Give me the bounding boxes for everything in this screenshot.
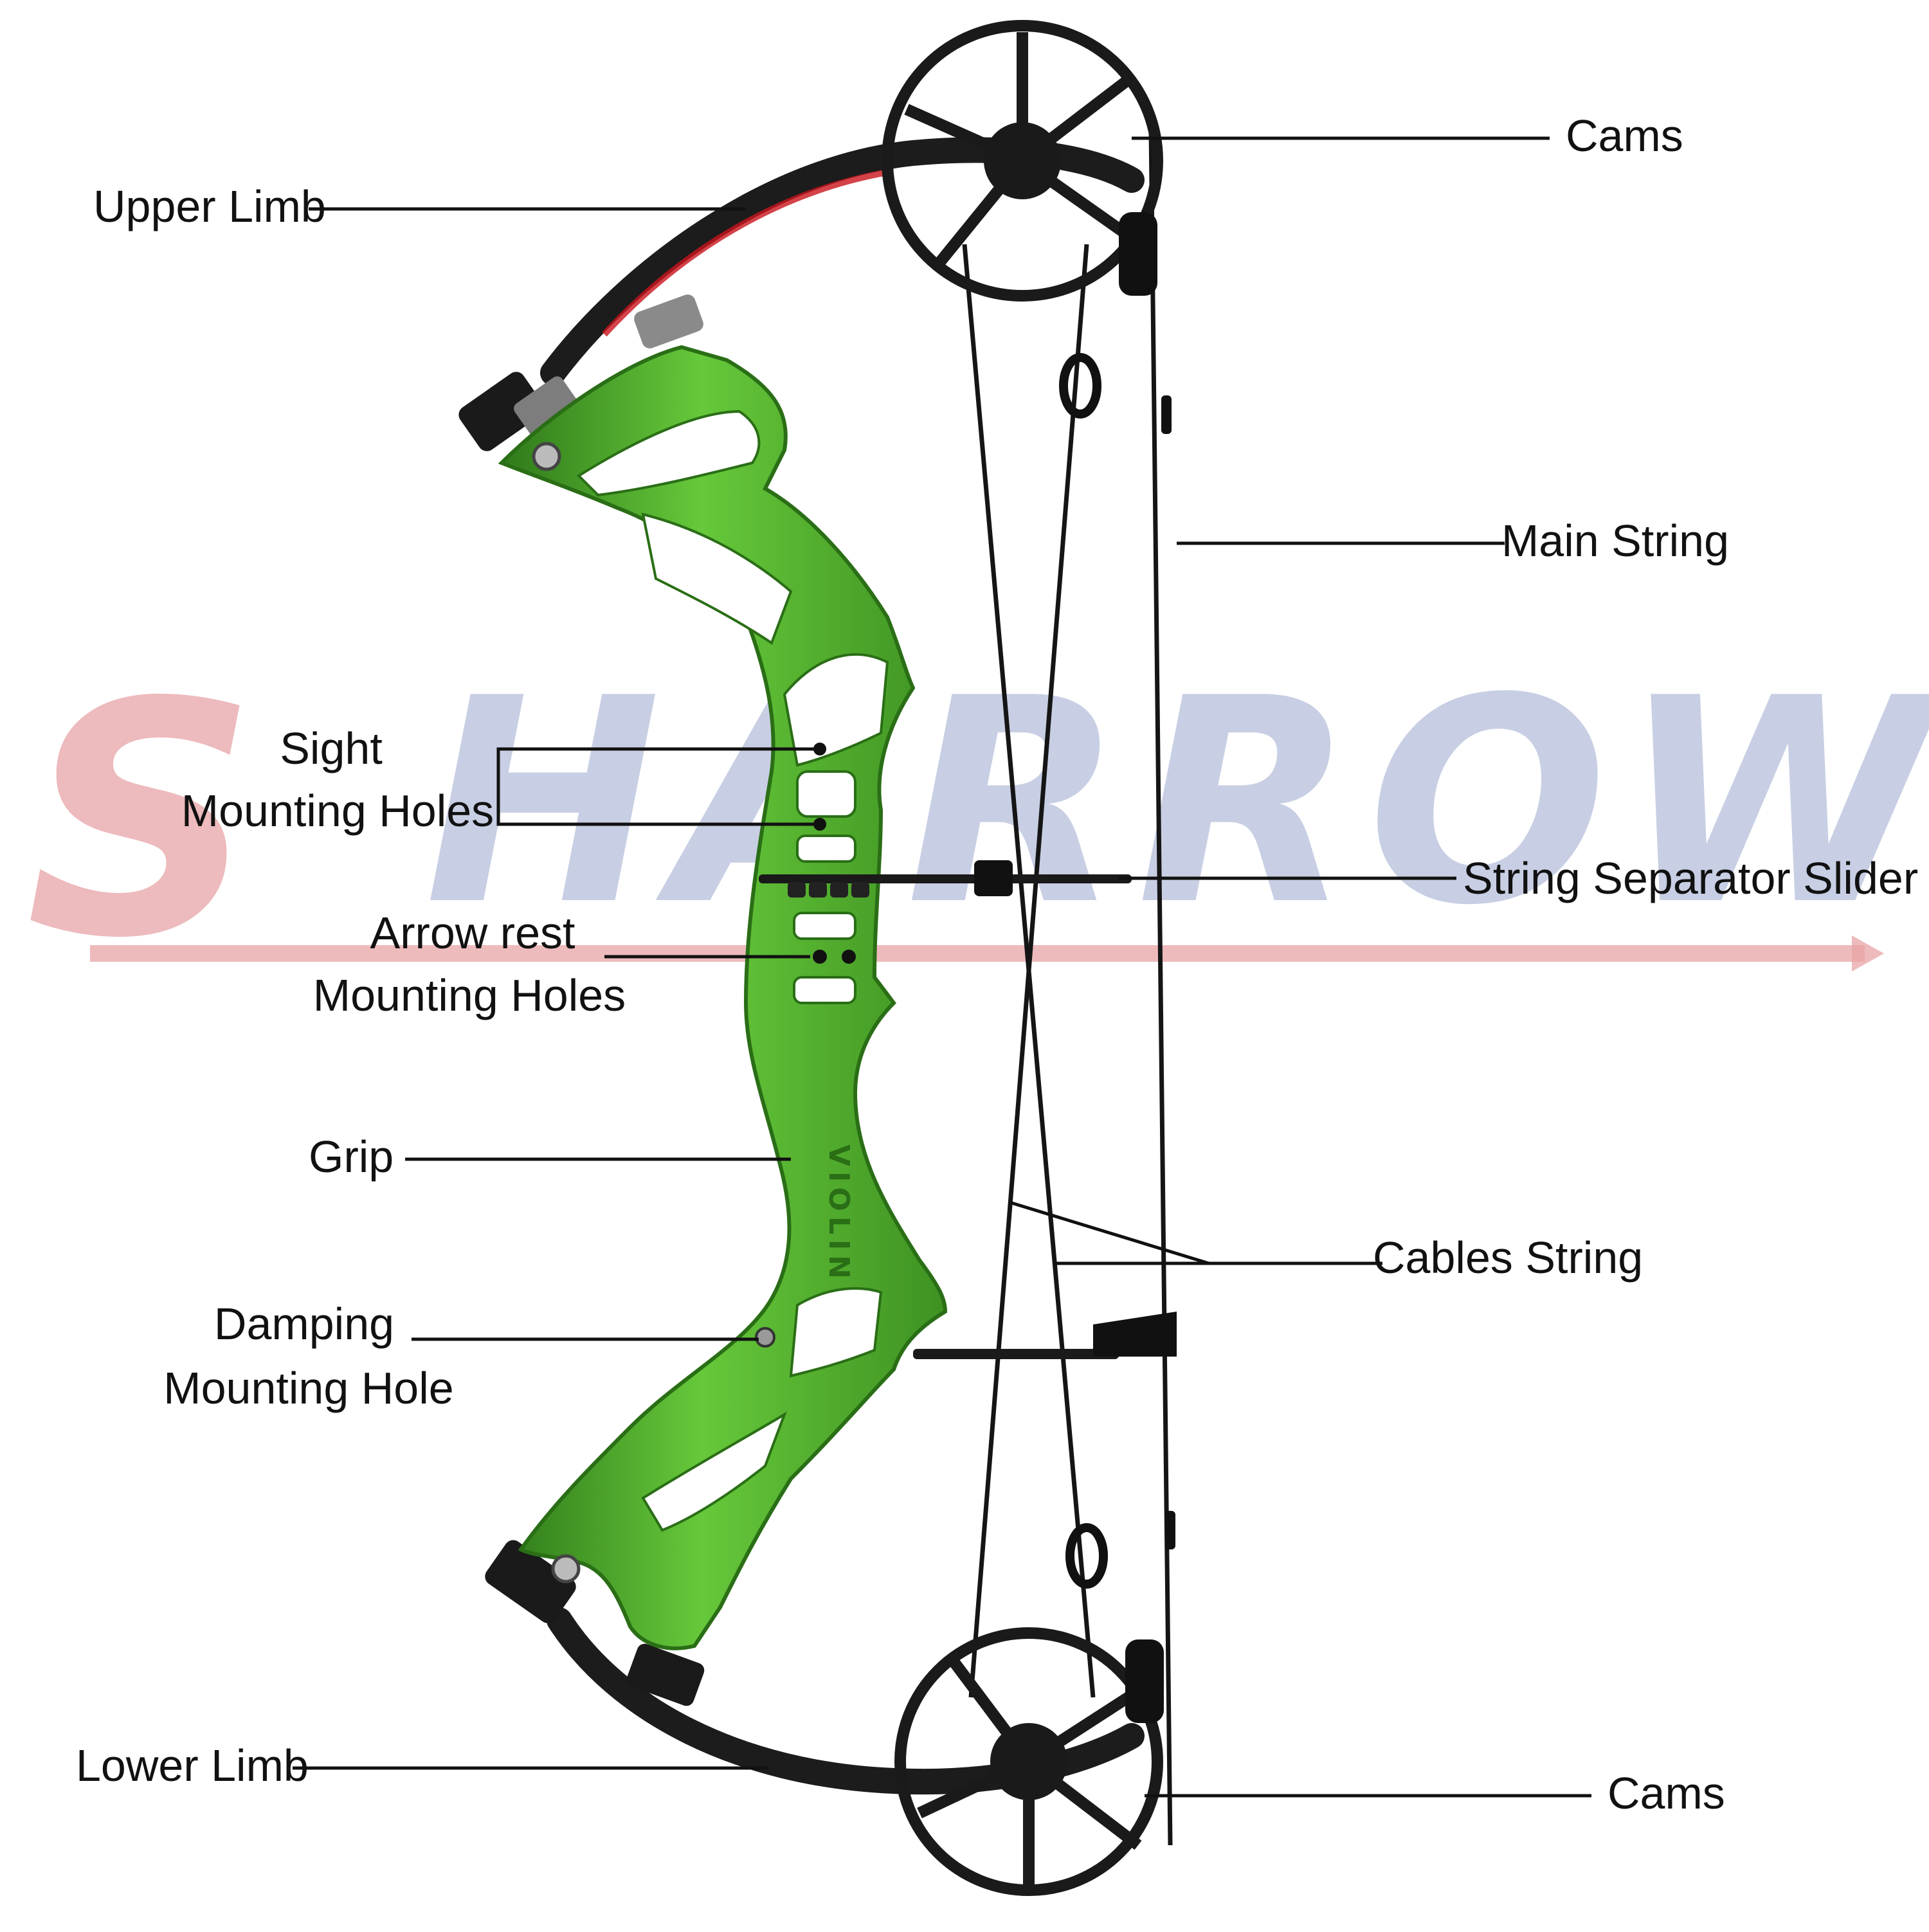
- watermark-text: HARROW: [424, 638, 1929, 967]
- riser-window-1: [796, 770, 856, 818]
- label-damping-line1: Damping: [214, 1299, 394, 1349]
- cable-yoke-bottom: [1065, 1523, 1108, 1589]
- damper: [1093, 1312, 1177, 1357]
- riser-cutout-lower-1: [789, 1287, 883, 1378]
- lower-limb: [547, 1607, 1145, 1795]
- riser: VIOLIN: [498, 345, 948, 1650]
- stabilizer-rod: [913, 1349, 1119, 1359]
- lower-pivot: [626, 1643, 705, 1706]
- label-string-separator: String Separator Slider: [1463, 853, 1918, 903]
- leader-cables-a: [1009, 1200, 1382, 1265]
- upper-limb-screw: [532, 442, 561, 471]
- cam-top: [882, 20, 1163, 302]
- upper-pivot: [634, 294, 703, 348]
- riser-cutout-lower-2: [641, 1411, 787, 1532]
- cam-bottom: [894, 1627, 1164, 1896]
- label-cams-top: Cams: [1566, 111, 1683, 161]
- arrow-rest-hole-2: [842, 950, 856, 964]
- upper-limb-pocket: [458, 372, 545, 451]
- label-lower-limb: Lower Limb: [76, 1740, 309, 1791]
- riser-window-2: [796, 835, 856, 863]
- riser-cutout-3: [783, 653, 889, 767]
- cable-yoke-top: [1059, 353, 1101, 419]
- strings: [962, 128, 1175, 1846]
- label-cams-bottom: Cams: [1608, 1768, 1725, 1818]
- rest-screws: [788, 882, 869, 898]
- label-arrow-rest-line2: Mounting Holes: [313, 970, 626, 1020]
- label-sight-line1: Sight: [280, 723, 383, 773]
- watermark: S HARROW: [26, 634, 1929, 1008]
- cable-guard-rod: [759, 874, 1132, 883]
- main-string-serving-top: [1161, 395, 1172, 434]
- arrow-rest-hole-1: [813, 950, 827, 964]
- leader-sight-holes: [496, 747, 820, 826]
- lower-limb-pocket: [485, 1540, 576, 1623]
- riser-cutout-1: [576, 410, 761, 497]
- riser-brand-text: VIOLIN: [822, 1144, 855, 1284]
- main-string-serving-bottom: [1165, 1511, 1175, 1549]
- label-cables-string: Cables String: [1373, 1232, 1643, 1283]
- string-separator: [759, 860, 1177, 1359]
- main-string: [1148, 128, 1173, 1846]
- label-arrow-rest-line1: Arrow rest: [370, 908, 575, 958]
- label-grip: Grip: [309, 1132, 394, 1182]
- upper-limb-decal: [602, 169, 888, 337]
- label-damping-line2: Mounting Hole: [163, 1363, 453, 1413]
- string-separator-slider: [974, 860, 1013, 896]
- upper-limb: [540, 137, 1145, 386]
- cable-string-b: [962, 244, 1096, 1698]
- watermark-arrow-shaft: [90, 945, 1865, 962]
- label-sight-line2: Mounting Holes: [181, 786, 494, 836]
- leader-lines: [293, 136, 1591, 1798]
- lower-limb-screw: [551, 1554, 581, 1584]
- labels: Cams Upper Limb Main String Sight Mounti…: [76, 111, 1918, 1818]
- label-upper-limb: Upper Limb: [93, 181, 326, 231]
- riser-window-3: [793, 912, 856, 940]
- label-main-string: Main String: [1501, 516, 1729, 566]
- damping-mounting-hole: [755, 1327, 775, 1348]
- watermark-arrow-head: [1852, 935, 1884, 971]
- riser-cutout-2: [641, 512, 793, 646]
- riser-window-4: [793, 976, 856, 1004]
